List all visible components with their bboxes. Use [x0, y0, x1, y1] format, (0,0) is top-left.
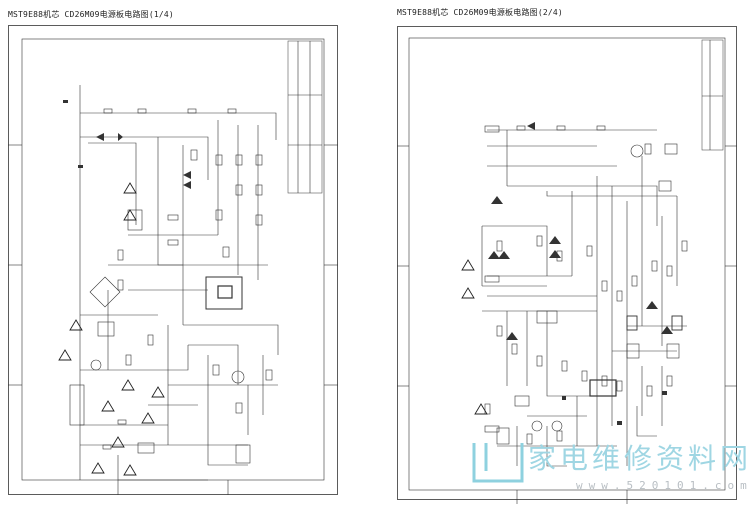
watermark-url: www.520101.com	[576, 479, 750, 492]
sheet-2-title: MST9E88机芯 CD26M09电源板电路图(2/4)	[397, 8, 563, 17]
watermark-text: 家电维修资料网	[528, 442, 750, 475]
schematic-sheet-1	[8, 25, 338, 495]
sheet-1-title: MST9E88机芯 CD26M09电源板电路图(1/4)	[8, 10, 174, 19]
schematic-sheet-2	[397, 26, 737, 504]
site-logo-icon	[472, 443, 524, 483]
watermark: 家电维修资料网 www.520101.com	[468, 431, 750, 513]
